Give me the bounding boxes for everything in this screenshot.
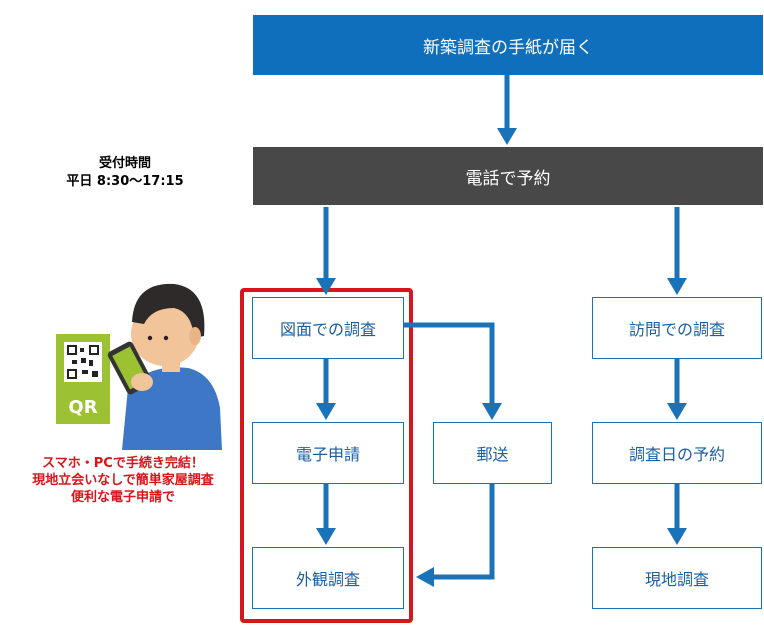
person-head (131, 302, 199, 366)
top-banner-label: 新築調査の手紙が届く (423, 37, 593, 58)
promo-line-3: 便利な電子申請で (70, 490, 175, 505)
exterior-survey-box: 外観調査 (252, 547, 404, 609)
electronic-application-label: 電子申請 (295, 445, 360, 464)
phone-banner-label: 電話で予約 (465, 168, 551, 189)
phone-banner: 電話で予約 (253, 147, 763, 205)
survey-date-reservation-label: 調査日の予約 (628, 445, 725, 464)
drawing-survey-label: 図面での調査 (279, 320, 376, 339)
visit-survey-label: 訪問での調査 (628, 320, 725, 339)
arrow-drawing-to-mail (404, 322, 495, 405)
reception-hours-title: 受付時間 (98, 156, 151, 171)
mail-box: 郵送 (433, 422, 552, 484)
qr-label: QR (68, 397, 97, 418)
arrow-mail-to-exterior (432, 484, 495, 580)
mail-label: 郵送 (476, 445, 509, 464)
promo-line-1: スマホ・PCで手続き完結！ (42, 456, 204, 471)
visit-survey-box: 訪問での調査 (592, 297, 762, 359)
onsite-survey-box: 現地調査 (592, 547, 762, 609)
reception-hours-time: 平日 8:30〜17:15 (66, 174, 184, 189)
promo-text: スマホ・PCで手続き完結！ 現地立会いなしで簡単家屋調査 便利な電子申請で (0, 455, 246, 506)
onsite-survey-label: 現地調査 (644, 570, 709, 589)
smartphone-person-illustration: QR (56, 283, 222, 450)
survey-date-reservation-box: 調査日の予約 (592, 422, 762, 484)
exterior-survey-label: 外観調査 (295, 570, 360, 589)
person-hair (132, 283, 205, 338)
qr-code-icon (64, 342, 102, 382)
reception-hours: 受付時間 平日 8:30〜17:15 (40, 155, 210, 191)
promo-line-2: 現地立会いなしで簡単家屋調査 (32, 473, 214, 488)
electronic-application-box: 電子申請 (252, 422, 404, 484)
top-banner: 新築調査の手紙が届く (253, 15, 763, 75)
drawing-survey-box: 図面での調査 (252, 297, 404, 359)
